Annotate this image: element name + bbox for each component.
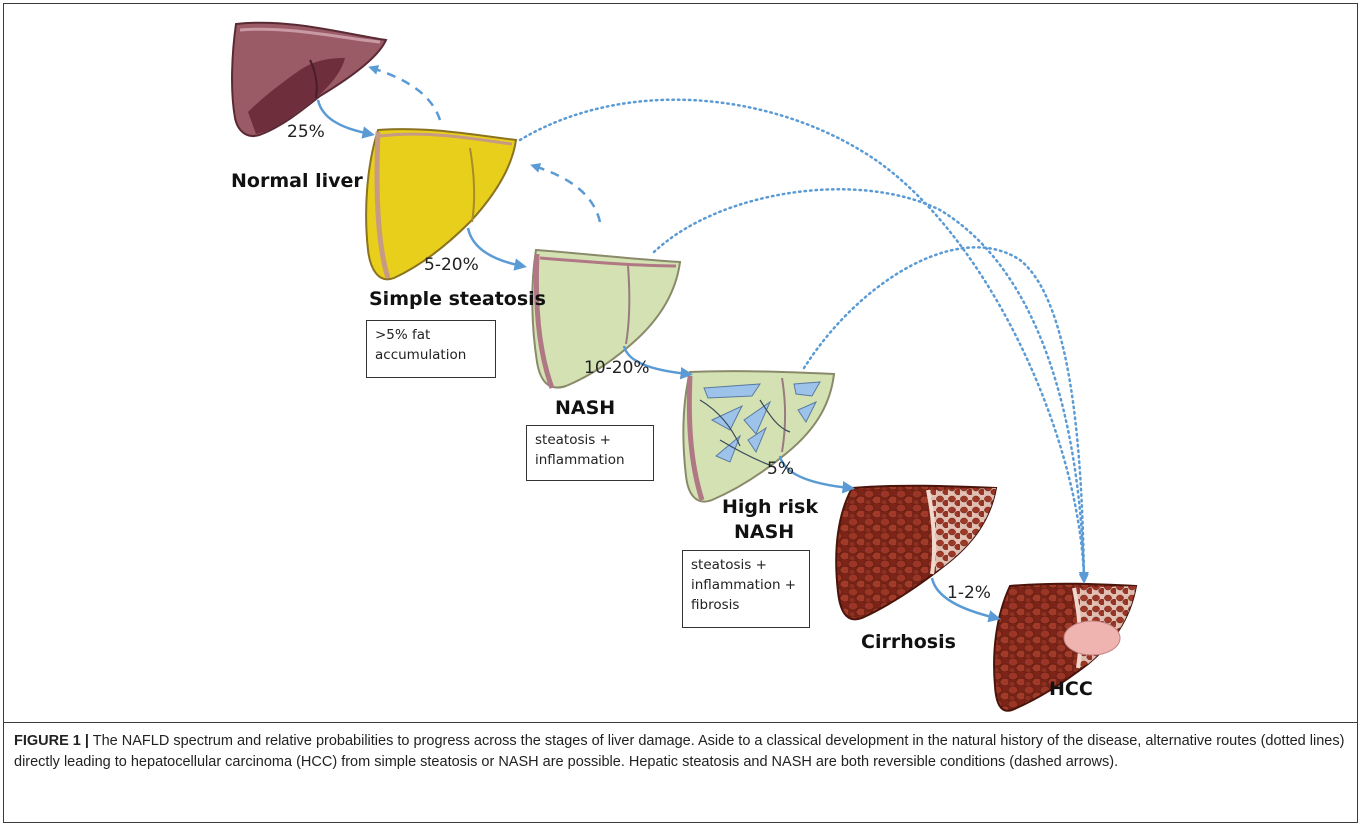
arrow-nash-reverse xyxy=(530,163,602,223)
progression-arrows xyxy=(316,99,1001,623)
note-highrisk: steatosis + inflammation + fibrosis xyxy=(682,550,810,628)
route-steatosis-to-hcc xyxy=(518,98,1089,584)
steatosis-liver-illustration xyxy=(365,128,518,281)
pct-highrisk-to-cirrhosis: 5% xyxy=(767,459,794,479)
stage-label-nash: NASH xyxy=(555,397,616,419)
caption-divider xyxy=(4,722,1357,723)
arrow-cirrhosis-to-hcc xyxy=(930,577,1001,623)
cirrhosis-liver-illustration xyxy=(835,484,998,621)
stage-label-steatosis: Simple steatosis xyxy=(369,288,546,310)
figure-caption: FIGURE 1 | The NAFLD spectrum and relati… xyxy=(14,731,1349,772)
caption-text: The NAFLD spectrum and relative probabil… xyxy=(14,733,1345,770)
tumor-nodule xyxy=(1063,620,1121,656)
note-highrisk-line: steatosis + xyxy=(691,557,767,573)
stage-label-highrisk-1: High risk xyxy=(722,496,818,518)
arrow-steatosis-reverse xyxy=(368,65,442,121)
arrow-steatosis-to-nash xyxy=(466,227,527,271)
pct-steatosis-to-nash: 5-20% xyxy=(424,255,479,275)
reversal-arrows xyxy=(368,65,602,223)
arrow-nash-to-highrisk xyxy=(622,345,693,380)
note-highrisk-line: inflammation + xyxy=(691,577,797,593)
normal-liver-illustration xyxy=(231,21,388,137)
note-nash: steatosis + inflammation xyxy=(526,425,654,481)
pct-nash-to-highrisk: 10-20% xyxy=(584,358,650,378)
route-highrisk-to-hcc xyxy=(802,246,1089,582)
alternative-routes xyxy=(518,98,1089,584)
figure-frame xyxy=(3,3,1358,823)
note-nash-line: inflammation xyxy=(535,452,625,468)
stage-label-normal: Normal liver xyxy=(231,170,363,192)
pct-cirrhosis-to-hcc: 1-2% xyxy=(947,583,991,603)
highrisk-nash-liver-illustration xyxy=(682,370,836,503)
stage-label-cirrhosis: Cirrhosis xyxy=(861,631,956,653)
route-nash-to-hcc xyxy=(652,188,1089,582)
nash-liver-illustration xyxy=(531,248,682,389)
note-steatosis-line: accumulation xyxy=(375,347,467,363)
pct-normal-to-steatosis: 25% xyxy=(287,122,325,142)
caption-label: FIGURE 1 | xyxy=(14,733,89,749)
note-steatosis-line: >5% fat xyxy=(375,327,431,343)
arrow-highrisk-to-cirrhosis xyxy=(778,455,855,494)
stage-label-highrisk-2: NASH xyxy=(734,521,795,543)
note-highrisk-line: fibrosis xyxy=(691,597,740,613)
stage-label-hcc: HCC xyxy=(1049,678,1093,700)
hcc-liver-illustration xyxy=(993,582,1138,712)
note-steatosis: >5% fat accumulation xyxy=(366,320,496,378)
note-nash-line: steatosis + xyxy=(535,432,611,448)
arrow-normal-to-steatosis xyxy=(316,99,375,139)
